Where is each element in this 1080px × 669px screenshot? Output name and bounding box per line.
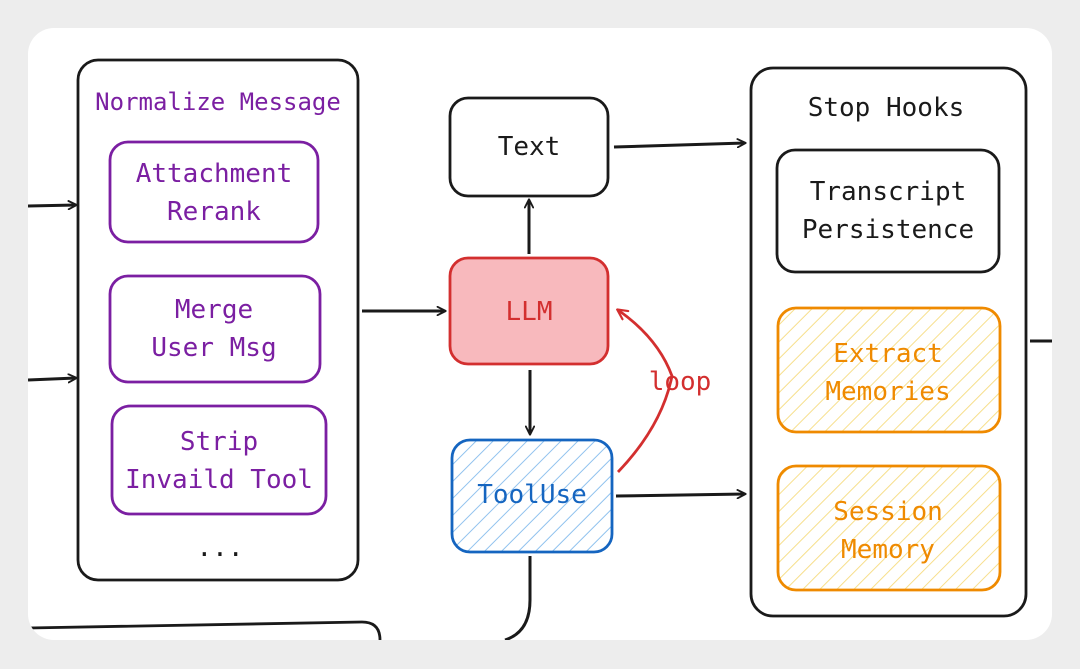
merge-user-msg-box xyxy=(108,274,322,384)
extract-memories-box xyxy=(776,306,1002,434)
normalize-message-title: Normalize Message xyxy=(95,88,341,116)
strip-invalid-tool-line1: Strip xyxy=(180,427,258,457)
loop-label: loop xyxy=(649,367,712,397)
merge-user-msg-line1: Merge xyxy=(175,295,253,325)
diagram-card: Normalize Message Attachment Rerank Merg… xyxy=(28,28,1052,640)
llm-node xyxy=(448,256,610,366)
transcript-persistence-box xyxy=(775,148,1001,274)
text-node-label: Text xyxy=(498,132,561,162)
text-node xyxy=(448,96,610,198)
attachment-rerank-line2: Rerank xyxy=(167,197,261,227)
text-to-stop-hooks-arrow xyxy=(613,143,745,149)
strip-invalid-tool-box xyxy=(110,404,328,516)
loop-arrow xyxy=(618,310,674,473)
extract-memories-line1: Extract xyxy=(833,339,943,369)
session-memory-box xyxy=(776,464,1002,592)
stop-hooks-box xyxy=(749,66,1028,618)
attachment-rerank-line1: Attachment xyxy=(136,159,293,189)
partial-bottom-box xyxy=(28,620,382,640)
stop-hooks-title: Stop Hooks xyxy=(808,93,965,123)
input-arrow-1 xyxy=(28,205,76,206)
tooluse-down-connector xyxy=(504,556,532,640)
flow-diagram: Normalize Message Attachment Rerank Merg… xyxy=(28,58,1052,640)
session-memory-line1: Session xyxy=(833,497,943,527)
normalize-message-box xyxy=(76,58,360,582)
attachment-rerank-box xyxy=(108,140,320,244)
normalize-ellipsis: ... xyxy=(197,533,244,563)
input-arrow-2 xyxy=(28,378,76,380)
session-memory-line2: Memory xyxy=(841,535,935,565)
strip-invalid-tool-line2: Invaild Tool xyxy=(125,465,313,495)
tooluse-node xyxy=(450,438,614,554)
extract-memories-line2: Memories xyxy=(825,377,950,407)
tooluse-to-stop-hooks-arrow xyxy=(615,494,745,496)
transcript-persistence-line2: Persistence xyxy=(802,215,974,245)
merge-user-msg-line2: User Msg xyxy=(151,333,276,363)
transcript-persistence-line1: Transcript xyxy=(810,177,967,207)
tooluse-node-label: ToolUse xyxy=(477,480,587,510)
llm-node-label: LLM xyxy=(506,297,553,327)
